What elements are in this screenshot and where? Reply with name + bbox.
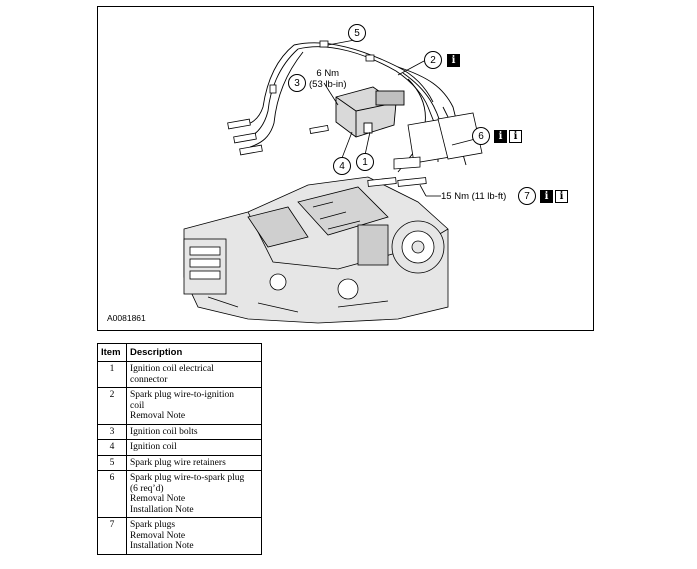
- table-row: 5 Spark plug wire retainers: [97, 454, 262, 471]
- engine-block: [183, 176, 449, 324]
- callout-6: 6: [472, 127, 490, 145]
- description-line: Spark plug wire retainers: [130, 457, 226, 468]
- table-row: 1 Ignition coil electrical connector: [97, 361, 262, 388]
- exploded-view-figure: 5 2 i 3 6 Nm (53 lb-in) 4 1 6 i i 15 Nm …: [97, 6, 594, 331]
- parts-table: Item Description 1 Ignition coil electri…: [97, 343, 262, 555]
- figure-id-label: A0081861: [107, 313, 146, 323]
- spark-plug-torque-label: 15 Nm (11 lb-ft): [441, 191, 507, 202]
- info-icon: i: [494, 130, 507, 143]
- callout-3: 3: [288, 74, 306, 92]
- description-line: Spark plug wire-to-spark plug: [130, 473, 245, 483]
- spark-plugs-left: [227, 118, 329, 156]
- wire-retainers: [269, 40, 375, 94]
- item-number: 1: [97, 361, 127, 388]
- description-line: Spark plug wire-to-ignition: [130, 390, 234, 400]
- callout-7: 7: [518, 187, 536, 205]
- coil-bolt-torque-lbin: (53 lb-in): [309, 79, 347, 90]
- removal-note-link[interactable]: Removal Note: [130, 494, 186, 504]
- info-icon: i: [555, 190, 568, 203]
- leader-lines: [323, 38, 523, 197]
- installation-note-link[interactable]: Installation Note: [130, 541, 194, 551]
- description-line: Ignition coil: [130, 442, 177, 452]
- table-row: 6 Spark plug wire-to-spark plug (6 req’d…: [97, 470, 262, 518]
- item-number: 3: [97, 423, 127, 440]
- ignition-coil-pack: [335, 86, 405, 138]
- item-description: Spark plugs Removal Note Installation No…: [126, 517, 262, 555]
- info-icon: i: [447, 54, 460, 67]
- item-description: Spark plug wire-to-spark plug (6 req’d) …: [126, 470, 262, 518]
- info-icon: i: [540, 190, 553, 203]
- engine-illustration: [183, 38, 523, 324]
- description-line: Spark plugs: [130, 520, 176, 530]
- installation-note-link[interactable]: Installation Note: [130, 504, 194, 515]
- callout-5: 5: [348, 24, 366, 42]
- item-number: 2: [97, 387, 127, 425]
- table-row: 2 Spark plug wire-to-ignition coil Remov…: [97, 387, 262, 425]
- plug-wire-boots: [367, 112, 483, 187]
- callout-4: 4: [333, 157, 351, 175]
- column-header-description: Description: [126, 343, 262, 362]
- removal-note-link[interactable]: Removal Note: [130, 411, 186, 421]
- item-description: Spark plug wire retainers: [126, 454, 262, 471]
- item-number: 6: [97, 470, 127, 518]
- table-row: 3 Ignition coil bolts: [97, 423, 262, 440]
- callout-1: 1: [356, 153, 374, 171]
- column-header-item: Item: [97, 343, 127, 362]
- description-line: Ignition coil bolts: [130, 426, 198, 437]
- info-icon: i: [509, 130, 522, 143]
- item-description: Ignition coil: [126, 439, 262, 456]
- item-description: Ignition coil electrical connector: [126, 361, 262, 388]
- coil-bolt-torque-nm: 6 Nm: [316, 68, 340, 79]
- description-line: coil: [130, 400, 145, 411]
- table-header-row: Item Description: [97, 343, 262, 362]
- callout-2: 2: [424, 51, 442, 69]
- coil-bolt-torque-label: 6 Nm (53 lb-in): [309, 68, 347, 90]
- description-line: connector: [130, 374, 168, 385]
- removal-note-link[interactable]: Removal Note: [130, 530, 186, 541]
- item-description: Spark plug wire-to-ignition coil Removal…: [126, 387, 262, 425]
- item-number: 4: [97, 439, 127, 456]
- table-row: 7 Spark plugs Removal Note Installation …: [97, 517, 262, 555]
- item-number: 7: [97, 517, 127, 555]
- item-number: 5: [97, 454, 127, 471]
- description-line: (6 req’d): [130, 483, 164, 494]
- description-line: Ignition coil electrical: [130, 364, 214, 374]
- table-row: 4 Ignition coil: [97, 439, 262, 456]
- item-description: Ignition coil bolts: [126, 423, 262, 440]
